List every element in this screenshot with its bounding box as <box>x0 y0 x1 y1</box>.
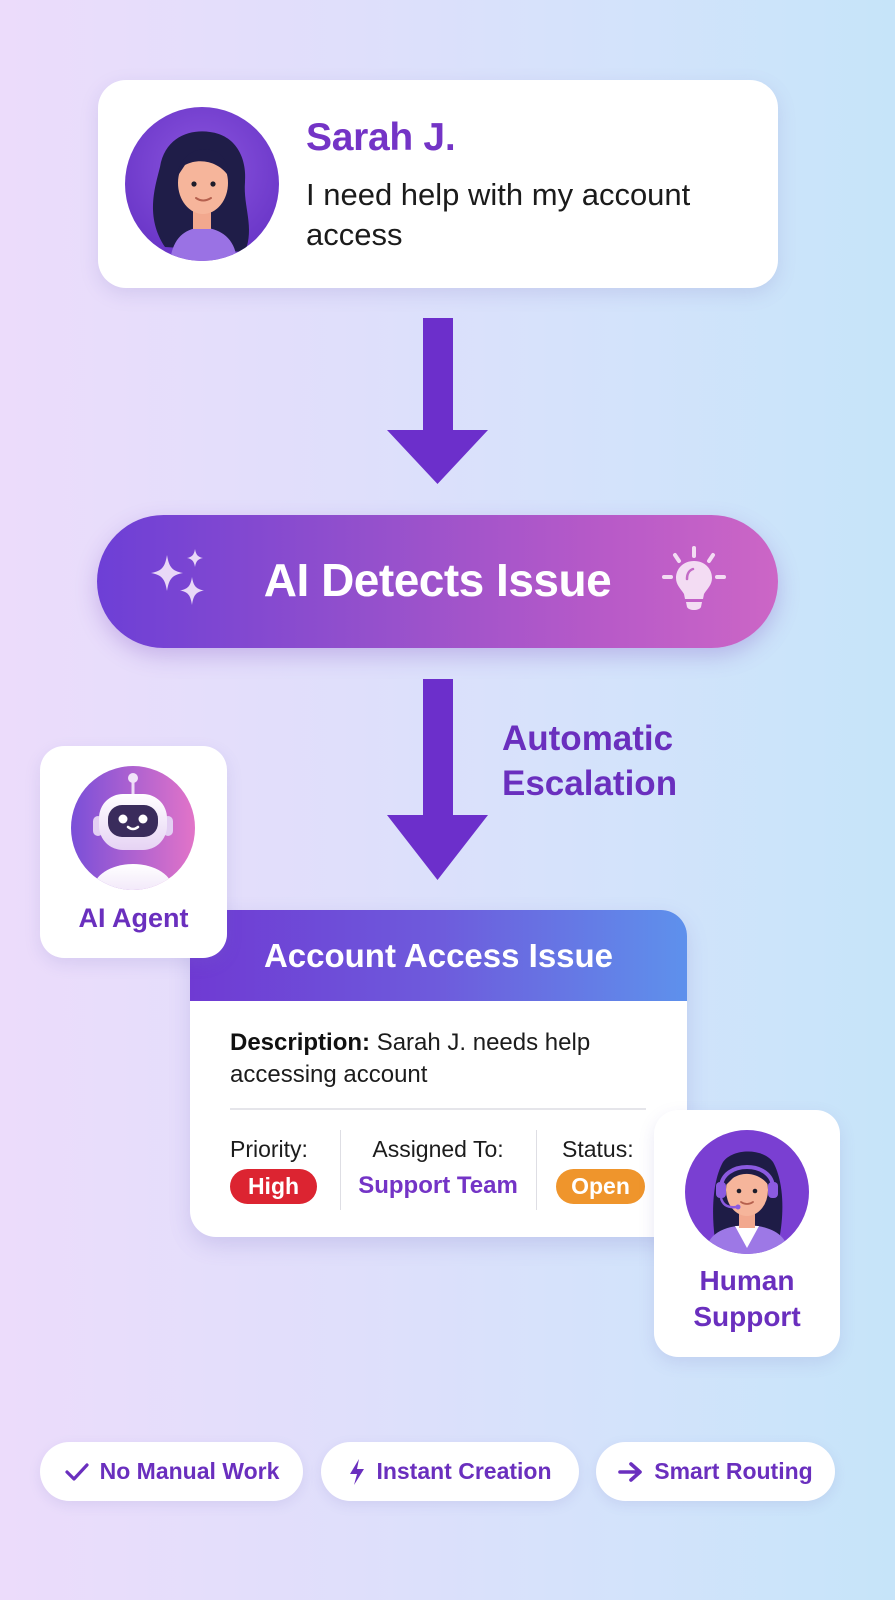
feature-chip-instant-creation: Instant Creation <box>321 1442 579 1501</box>
assigned-to-label: Assigned To: <box>372 1136 504 1162</box>
escalation-arrow-down-icon <box>387 679 488 880</box>
automatic-escalation-label: Automatic Escalation <box>502 716 677 806</box>
ai-detects-issue-step: AI Detects Issue <box>97 515 778 648</box>
escalation-line-2: Escalation <box>502 764 678 803</box>
checkmark-icon <box>65 1462 89 1481</box>
user-name: Sarah J. <box>306 116 456 159</box>
human-support-line-2: Support <box>693 1301 801 1332</box>
description-text: Sarah J. needs help accessing account <box>230 1029 591 1088</box>
ticket-card[interactable]: Account Access Issue Description: Sarah … <box>190 910 687 1237</box>
feature-label: No Manual Work <box>99 1458 280 1484</box>
user-message-card: Sarah J. I need help with my account acc… <box>98 80 778 288</box>
human-support-line-1: Human <box>699 1265 795 1296</box>
feature-label: Smart Routing <box>654 1458 813 1484</box>
assigned-to-value[interactable]: Support Team <box>358 1172 518 1199</box>
human-support-label: Human Support <box>654 1263 840 1335</box>
feature-chip-smart-routing: Smart Routing <box>596 1442 835 1501</box>
sparkles-icon <box>151 549 204 605</box>
robot-avatar-icon <box>71 766 195 890</box>
description-label: Description: <box>230 1029 371 1056</box>
support-agent-avatar-icon <box>685 1130 809 1254</box>
ticket-divider <box>230 1108 646 1110</box>
ticket-description: Description: Sarah J. needs help accessi… <box>230 1027 650 1091</box>
user-message-text: I need help with my account access <box>306 177 691 252</box>
status-badge: Open <box>556 1169 645 1204</box>
lightning-icon <box>350 1458 365 1485</box>
priority-label: Priority: <box>230 1136 308 1162</box>
field-separator <box>536 1130 537 1210</box>
escalation-line-1: Automatic <box>502 719 674 758</box>
woman-avatar-icon <box>125 107 279 261</box>
feature-chip-no-manual-work: No Manual Work <box>40 1442 303 1501</box>
status-label: Status: <box>562 1136 634 1162</box>
lightbulb-icon <box>662 546 726 610</box>
field-separator <box>340 1130 341 1210</box>
arrow-right-icon <box>618 1461 643 1482</box>
ai-agent-label: AI Agent <box>78 903 189 933</box>
feature-label: Instant Creation <box>376 1458 552 1484</box>
priority-badge: High <box>230 1169 317 1204</box>
detect-step-label: AI Detects Issue <box>263 554 612 606</box>
ticket-header: Account Access Issue <box>190 910 687 1001</box>
ai-agent-card: AI Agent <box>40 746 227 958</box>
ticket-title: Account Access Issue <box>263 937 614 974</box>
human-support-card: Human Support <box>654 1110 840 1357</box>
flow-arrow-down-icon <box>387 318 488 484</box>
